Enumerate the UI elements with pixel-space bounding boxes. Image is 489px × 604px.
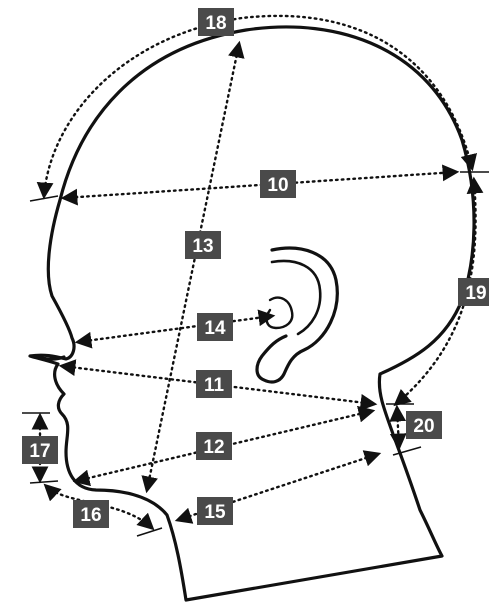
tick-neck-back-bottom [392, 446, 422, 456]
label-13: 13 [185, 231, 221, 259]
measure-line-14 [74, 309, 276, 349]
label-11-text: 11 [204, 375, 225, 396]
label-10-text: 10 [267, 175, 288, 196]
label-15: 15 [197, 497, 233, 525]
label-17: 17 [22, 436, 58, 464]
ear-canal [265, 296, 294, 330]
label-20: 20 [406, 411, 442, 439]
label-16-text: 16 [80, 505, 101, 526]
measure-line-20 [389, 404, 407, 451]
ear-outline [255, 246, 339, 384]
label-18: 18 [198, 8, 234, 36]
label-11: 11 [196, 370, 232, 398]
label-12-text: 12 [203, 437, 224, 458]
tick-chin [29, 480, 59, 484]
label-20-text: 20 [413, 416, 434, 437]
tick-throat [136, 527, 163, 537]
label-10: 10 [260, 170, 296, 198]
label-14-text: 14 [204, 318, 226, 339]
nose-detail [36, 354, 66, 361]
label-14: 14 [197, 313, 233, 341]
label-18-text: 18 [205, 13, 226, 34]
measure-line-18 [36, 14, 478, 200]
measure-line-19 [393, 176, 484, 407]
label-16: 16 [73, 500, 109, 528]
label-12: 12 [196, 432, 232, 460]
ear-inner [270, 259, 322, 336]
label-19: 19 [458, 278, 489, 306]
label-13-text: 13 [192, 236, 213, 257]
label-19-text: 19 [465, 283, 486, 304]
label-15-text: 15 [204, 502, 226, 523]
measure-line-13 [141, 40, 245, 494]
label-17-text: 17 [29, 441, 50, 462]
